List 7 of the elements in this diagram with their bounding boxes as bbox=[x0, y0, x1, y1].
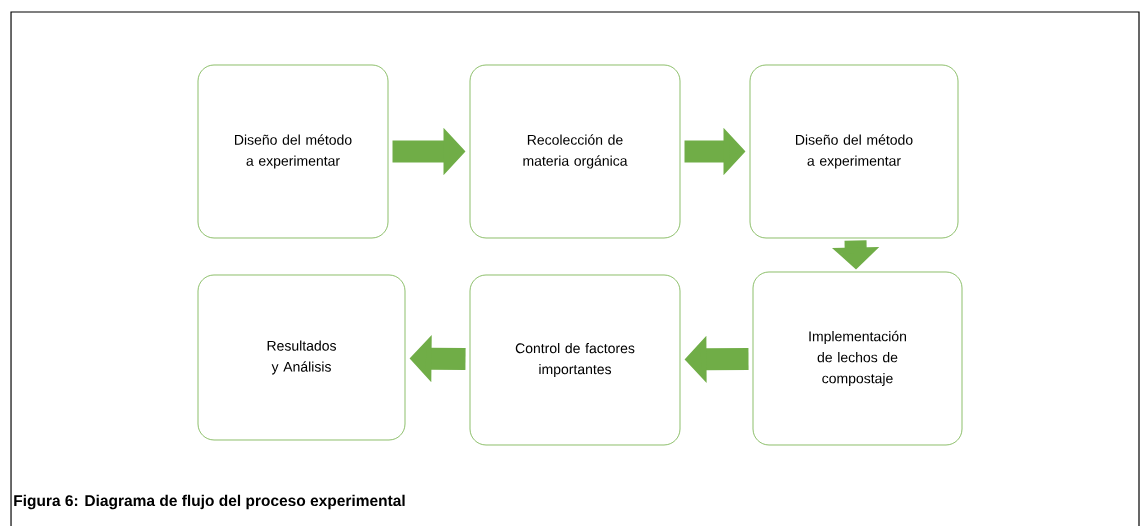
process-box: Diseño del método a experimentar bbox=[197, 64, 389, 239]
process-box: Diseño del método a experimentar bbox=[749, 64, 959, 239]
process-box: Recolección de materia orgánica bbox=[469, 64, 681, 239]
process-box: Control de factores importantes bbox=[469, 274, 681, 446]
process-box: Implementación de lechos de compostaje bbox=[752, 271, 963, 446]
process-box: Resultados y Análisis bbox=[197, 274, 406, 441]
figure-caption: Figura 6: Diagrama de flujo del proceso experimental bbox=[14, 494, 405, 510]
